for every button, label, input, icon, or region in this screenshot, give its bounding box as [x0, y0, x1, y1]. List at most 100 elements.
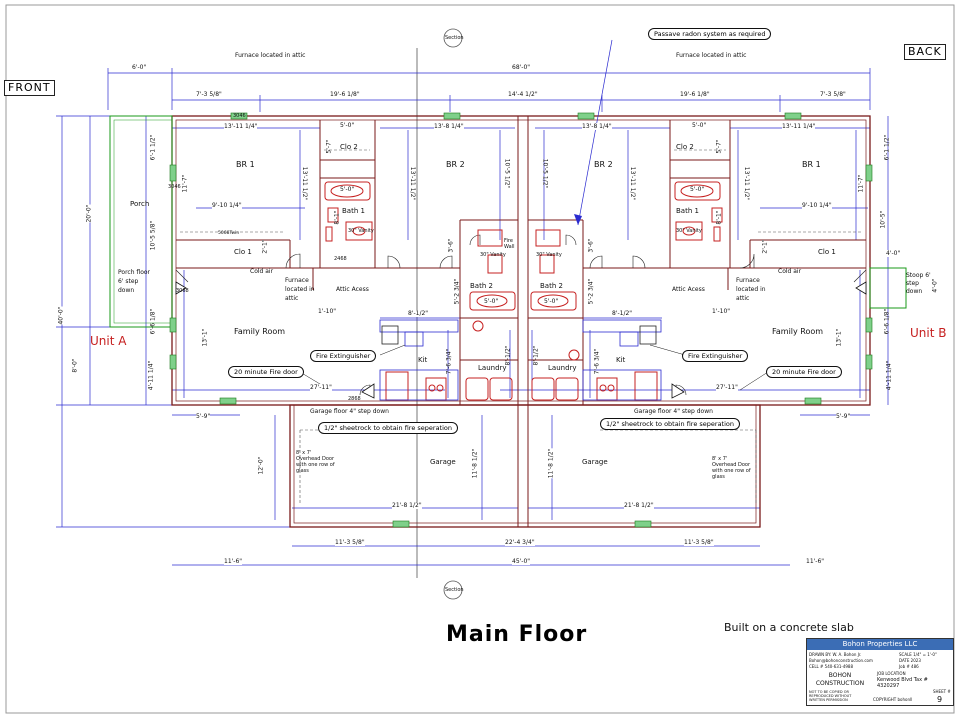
unit-b-br1: BR 1 — [802, 160, 821, 169]
unit-b-sheetrock: 1/2" sheetrock to obtain fire seperation — [600, 418, 741, 430]
tb-email: Bohon@bohonconstruction.com — [809, 658, 873, 663]
dim-top-left-1: 7'-3 5/8" — [196, 91, 222, 98]
back-label: BACK — [904, 44, 946, 60]
dim-garage-inner-right: 21'-8 1/2" — [624, 502, 654, 509]
dim-garage-seg-center: 22'-4 3/4" — [505, 539, 535, 546]
dim-right-4-0: 4'-0" — [886, 250, 901, 257]
unit-b-family-side-lower: 4'-11 1/4" — [885, 360, 893, 391]
kitchen-cabinets — [379, 319, 662, 401]
interior-walls — [176, 120, 866, 405]
section-label-top: Section — [445, 35, 464, 41]
tb-job: Job # 486 — [899, 664, 919, 669]
unit-a-bath2-tub: 5'-0" — [484, 298, 499, 305]
unit-b-family-side-upper: 6'-6 1/8" — [883, 308, 891, 335]
dim-garage-seg-left: 11'-3 5/8" — [335, 539, 365, 546]
unit-a-br1-closet-w: 9'-10 1/4" — [212, 202, 242, 209]
windows — [169, 112, 873, 528]
dim-top-right-2: 19'-6 1/8" — [680, 91, 710, 98]
stoop-outline — [869, 267, 907, 309]
unit-a-door-2468: 2468 — [334, 256, 347, 262]
dim-family-width-right: 27'-11" — [716, 384, 738, 391]
unit-a-br2: BR 2 — [446, 160, 465, 169]
unit-b-overhead-door: 8' x 7' Overhead Door with one row of gl… — [712, 456, 751, 480]
kitchen-fridges — [381, 325, 657, 345]
unit-b-bath1-vanity: 30" Vanity — [676, 228, 702, 234]
dim-right-5-9: 5'-9" — [836, 413, 851, 420]
unit-b-bath1-h: 8'-1" — [715, 210, 723, 225]
unit-b-kit: Kit — [616, 356, 626, 364]
unit-b-laundry: Laundry — [548, 364, 577, 372]
unit-a-door-3068: 3068 — [176, 288, 189, 294]
unit-a-br1-side: 11'-7" — [181, 174, 189, 193]
unit-a-br2-w: 13'-8 1/4" — [434, 123, 464, 130]
unit-a-fire-wall: Fire Wall — [504, 238, 515, 250]
unit-a-sheetrock: 1/2" sheetrock to obtain fire seperation — [318, 422, 459, 434]
unit-a-window-3046: 3046 — [233, 113, 246, 119]
unit-a-bath2: Bath 2 — [470, 282, 493, 290]
unit-a-porch-floor: Porch floor 6' step down — [118, 269, 151, 294]
tb-builder: BOHON CONSTRUCTION — [815, 672, 865, 687]
unit-a-bath2-vanity: 30" Vanity — [480, 252, 506, 258]
unit-a-kit: Kit — [418, 356, 428, 364]
dim-left-depth-upper: 20'-0" — [85, 204, 93, 223]
unit-b-stoop: Stoop 6' step down — [906, 272, 931, 295]
unit-a-fire-door: 20 minute Fire door — [228, 366, 304, 378]
tb-cell: CELL # 540-631-4988 — [809, 664, 854, 669]
title-block: Bohon Properties LLC DRAWN BY: W. A. Boh… — [806, 638, 954, 706]
unit-a-laundry: Laundry — [478, 364, 507, 372]
unit-a-door-2868: 2868 — [348, 396, 361, 402]
unit-b-br1-h: 13'-11 1/2" — [743, 166, 751, 201]
unit-a-br1-top: 6'-1 1/2" — [149, 134, 157, 161]
unit-a-garage-floor: Garage floor 4" step down — [310, 408, 389, 415]
furnace-note-right: Furnace located in attic — [676, 52, 747, 59]
dim-garage-inner-left: 21'-8 1/2" — [392, 502, 422, 509]
unit-a-door-5068: 5068Twin — [218, 231, 240, 236]
unit-b-laundry-h: 8'-1/2" — [532, 345, 540, 366]
unit-a-br1-w: 13'-11 1/4" — [224, 123, 258, 130]
unit-b-family-h: 13'-1" — [835, 328, 843, 347]
dim-garage-lower-left: 11'-6" — [224, 558, 243, 565]
party-wall — [517, 116, 529, 527]
front-label: FRONT — [4, 80, 55, 96]
unit-b-br2-w: 13'-8 1/4" — [582, 123, 612, 130]
radon-leader — [577, 39, 613, 226]
unit-a-kit-h: 7'-6 3/4" — [445, 348, 453, 375]
unit-a-br1: BR 1 — [236, 160, 255, 169]
unit-a-clo2: Clo 2 — [340, 143, 358, 151]
dim-top-right-1: 7'-3 5/8" — [820, 91, 846, 98]
dim-overall-width: 68'-0" — [512, 64, 531, 71]
unit-a-closet-2-1: 2'-1" — [261, 239, 269, 254]
unit-b-garage: Garage — [582, 458, 608, 466]
dim-top-left-2: 19'-6 1/8" — [330, 91, 360, 98]
unit-b-br2-h: 13'-11 1/2" — [629, 166, 637, 201]
porch-outline — [109, 115, 173, 328]
dim-overall-depth: 40'-0" — [57, 306, 65, 325]
drawing-title: Main Floor — [446, 622, 588, 647]
unit-b-br1-lower: 10'-5" — [879, 210, 887, 229]
unit-a-family-side-upper: 6'-6 1/8" — [149, 308, 157, 335]
unit-b-bath2-vanity: 30" Vanity — [536, 252, 562, 258]
unit-a-br1-lower: 10'-5 5/8" — [149, 220, 157, 251]
unit-a-attic: Attic Acess — [336, 286, 369, 293]
unit-a-bath1-tub: 5'-0" — [340, 186, 355, 193]
unit-a-attic-w: 1'-10" — [318, 308, 337, 315]
furnace-note-left: Furnace located in attic — [235, 52, 306, 59]
unit-a-br1-h: 13'-11 1/2" — [301, 166, 309, 201]
radon-note: Passave radon system as required — [648, 28, 772, 40]
unit-b-furnace: Furnace located in attic — [736, 277, 766, 302]
dim-garage-depth-right: 11'-8 1/2" — [547, 448, 555, 479]
dim-left-5-9: 5'-9" — [196, 413, 211, 420]
dim-left-depth-lower: 8'-0" — [71, 358, 79, 373]
unit-b-hall-h: 3'-6" — [587, 238, 595, 253]
unit-b-clo1: Clo 1 — [818, 248, 836, 256]
unit-b-attic: Attic Acess — [672, 286, 705, 293]
unit-a-fire-extinguisher: Fire Extinguisher — [310, 350, 377, 362]
unit-b-bath2-tub: 5'-0" — [544, 298, 559, 305]
unit-b-br1-top: 6'-1 1/2" — [883, 134, 891, 161]
unit-b-garage-floor: Garage floor 4" step down — [634, 408, 713, 415]
unit-a-kit-w: 8'-1/2" — [408, 310, 429, 317]
unit-a-window-side: 3046 — [168, 184, 181, 190]
tb-date: DATE 2023 — [899, 658, 921, 663]
dim-porch-offset: 6'-0" — [132, 64, 147, 71]
unit-b-bath2: Bath 2 — [540, 282, 563, 290]
